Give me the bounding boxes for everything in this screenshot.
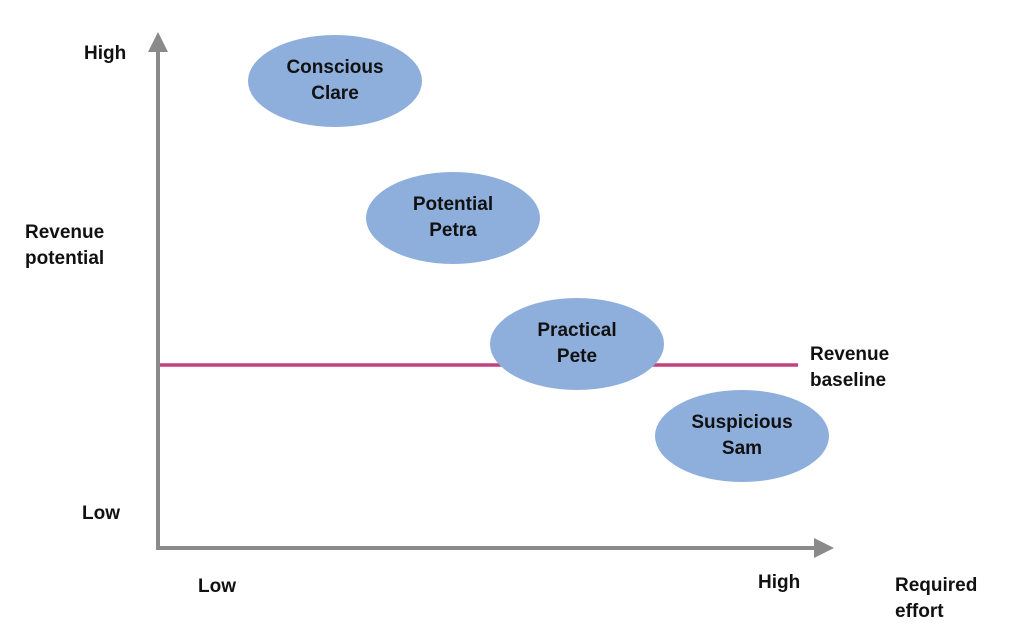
segment-line2: Sam — [721, 438, 763, 459]
segment-bubble-potential-petra: Potential Petra — [366, 172, 540, 264]
x-axis-title-line2: effort — [895, 601, 944, 622]
x-axis-low-label: Low — [198, 576, 236, 597]
y-axis-title-line1: Revenue — [25, 222, 105, 243]
y-axis-arrowhead — [148, 32, 168, 52]
segment-bubble-practical-pete: Practical Pete — [490, 298, 664, 390]
segment-line2: Pete — [556, 346, 598, 367]
segment-line2: Clare — [311, 83, 359, 104]
y-axis-low-label: Low — [82, 503, 120, 524]
segment-line1: Practical — [537, 320, 617, 341]
segment-line1: Suspicious — [691, 412, 793, 433]
x-axis-high-label: High — [758, 572, 801, 593]
x-axis-title-line1: Required — [895, 575, 978, 596]
segment-line1: Conscious — [286, 57, 384, 78]
segment-line2: Petra — [429, 220, 477, 241]
x-axis-title: Required effort — [895, 573, 977, 625]
revenue-baseline-label: Revenue baseline — [810, 342, 889, 394]
y-axis-title-line2: potential — [25, 248, 105, 269]
segment-line1: Potential — [412, 194, 494, 215]
x-axis-arrowhead — [814, 538, 834, 558]
y-axis-title: Revenue potential — [25, 220, 104, 272]
segment-bubble-conscious-clare: Conscious Clare — [248, 35, 422, 127]
revenue-baseline-label-line1: Revenue — [810, 344, 890, 365]
revenue-baseline-label-line2: baseline — [810, 370, 887, 391]
y-axis-high-label: High — [84, 43, 127, 64]
segment-bubble-suspicious-sam: Suspicious Sam — [655, 390, 829, 482]
